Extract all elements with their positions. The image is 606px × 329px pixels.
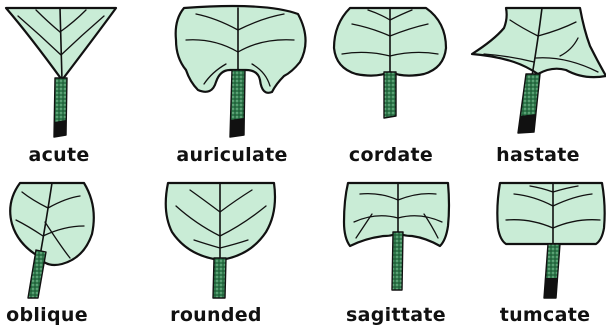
label-rounded: rounded — [170, 304, 262, 326]
leaf-sagittate — [344, 183, 449, 290]
leaf-auriculate — [176, 6, 306, 137]
label-hastate: hastate — [496, 144, 580, 166]
petiole-end — [544, 278, 558, 298]
leaf-cordate — [334, 8, 446, 118]
leaf-petiole — [213, 258, 226, 298]
label-auriculate: auriculate — [176, 144, 287, 166]
leaf-petiole — [28, 250, 46, 298]
petiole-end — [518, 114, 536, 133]
label-sagittate: sagittate — [346, 304, 446, 326]
leaf-rounded — [166, 183, 275, 298]
label-truncate: tumcate — [500, 304, 591, 326]
leaf-oblique — [10, 183, 94, 298]
leaf-petiole — [384, 72, 396, 118]
petiole-end — [230, 118, 244, 137]
label-acute: acute — [28, 144, 89, 166]
leaf-petiole — [392, 232, 403, 290]
leaf-hastate — [472, 8, 606, 133]
petiole-end — [54, 120, 66, 137]
label-oblique: oblique — [6, 304, 88, 326]
leaf-acute — [6, 8, 116, 137]
label-cordate: cordate — [349, 144, 433, 166]
leaf-truncate — [497, 183, 604, 298]
leaf-blade — [497, 183, 604, 244]
